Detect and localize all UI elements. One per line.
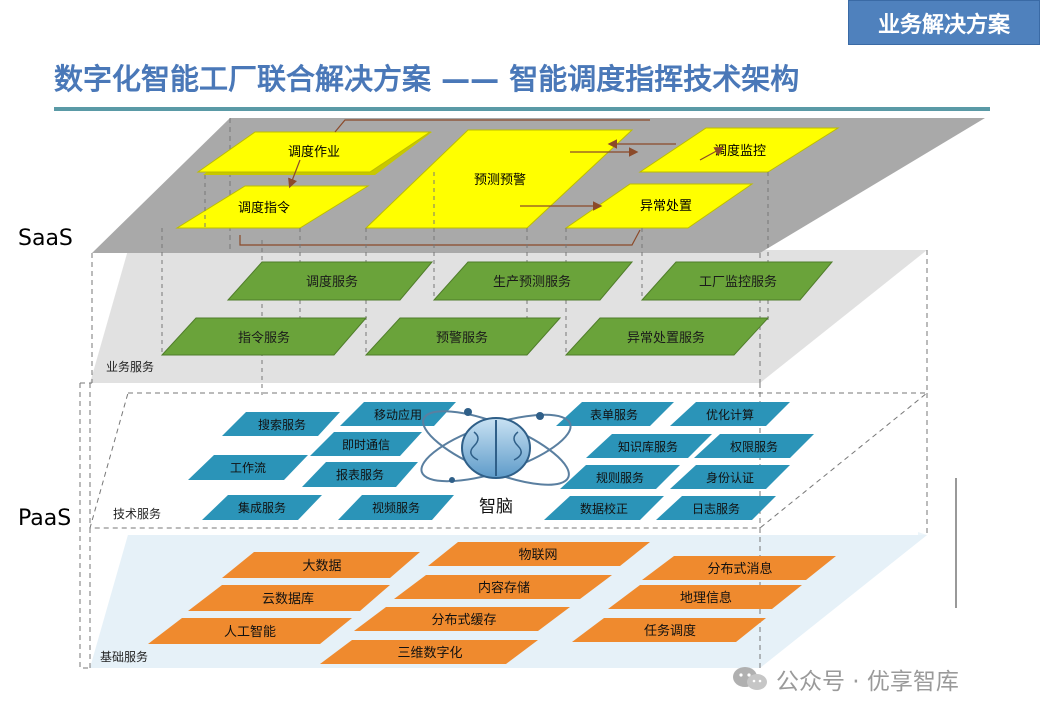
base-service-label: 物联网: [518, 548, 557, 563]
brain-label: 智脑: [479, 497, 513, 517]
tech-service-search: 搜索服务: [222, 412, 340, 436]
base-service-task-schedule: 任务调度: [572, 618, 766, 642]
business-service-label: 工厂监控服务: [699, 274, 777, 290]
base-service-3d-digital: 三维数字化: [320, 640, 538, 664]
business-service-label: 预警服务: [436, 330, 488, 346]
tech-service-label: 规则服务: [596, 470, 644, 485]
base-service-big-data: 大数据: [222, 552, 420, 578]
base-service-label: 内容存储: [478, 580, 530, 596]
tech-service-workflow: 工作流: [188, 455, 308, 480]
base-service-geo-info: 地理信息: [608, 585, 802, 609]
tech-service-form: 表单服务: [556, 402, 674, 426]
saas-module-label: 调度作业: [288, 144, 340, 160]
tech-service-label: 日志服务: [692, 501, 740, 516]
tech-service-instant-messaging: 即时通信: [310, 432, 422, 456]
base-service-label: 分布式消息: [707, 561, 772, 577]
tech-service-label: 优化计算: [706, 407, 754, 422]
footer-watermark: 公众号 · 优享智库: [730, 662, 959, 696]
tech-service-knowledge-base: 知识库服务: [586, 434, 712, 458]
tech-service-integration: 集成服务: [202, 495, 322, 520]
saas-label: SaaS: [18, 226, 73, 251]
base-service-cloud-db: 云数据库: [188, 585, 390, 611]
tech-service-label: 知识库服务: [618, 439, 678, 454]
base-service-iot: 物联网: [428, 542, 650, 566]
base-service-label: 三维数字化: [397, 646, 462, 661]
base-service-ai: 人工智能: [148, 618, 352, 644]
tech-service-label: 工作流: [230, 461, 266, 475]
business-service-production-forecast: 生产预测服务: [432, 261, 634, 301]
business-service-warning: 预警服务: [364, 317, 562, 356]
tech-service-label: 移动应用: [374, 407, 422, 422]
base-service-label: 地理信息: [680, 590, 732, 606]
layer-label-business: 业务服务: [106, 359, 154, 374]
business-service-exception: 异常处置服务: [564, 317, 770, 356]
tech-service-mobile: 移动应用: [340, 402, 456, 426]
saas-module-forecast-warning: 预测预警: [364, 129, 634, 229]
tech-service-rules: 规则服务: [560, 465, 680, 489]
saas-module-dispatch-work: 调度作业: [196, 131, 432, 175]
paas-bracket: [79, 383, 92, 669]
tech-service-permission: 权限服务: [694, 434, 814, 458]
base-service-distributed-cache: 分布式缓存: [354, 607, 570, 631]
tech-service-identity: 身份认证: [670, 465, 790, 489]
saas-module-label: 调度监控: [714, 143, 766, 159]
base-service-content-storage: 内容存储: [394, 575, 612, 599]
saas-module-label: 预测预警: [474, 172, 526, 188]
tech-layer-plane: [89, 392, 929, 529]
business-service-dispatch: 调度服务: [226, 261, 434, 301]
layer-label-base: 基础服务: [100, 649, 148, 664]
business-service-factory-monitor: 工厂监控服务: [640, 261, 834, 301]
business-service-label: 异常处置服务: [627, 330, 705, 346]
tech-service-label: 即时通信: [342, 438, 390, 452]
saas-module-exception-handling: 异常处置: [564, 183, 754, 229]
business-service-command: 指令服务: [160, 317, 368, 356]
tech-service-label: 数据校正: [580, 501, 628, 516]
tech-service-video: 视频服务: [338, 495, 454, 520]
tech-service-label: 身份认证: [706, 470, 754, 485]
business-service-label: 生产预测服务: [493, 274, 571, 290]
base-service-label: 大数据: [302, 559, 341, 574]
saas-flow-arrows: [239, 119, 725, 246]
page-title: 数字化智能工厂联合解决方案 —— 智能调度指挥技术架构: [54, 62, 800, 96]
tech-service-report: 报表服务: [302, 462, 418, 487]
tech-service-logging: 日志服务: [656, 496, 776, 520]
tech-service-label: 权限服务: [730, 439, 778, 454]
base-service-distributed-message: 分布式消息: [642, 556, 836, 580]
base-service-label: 分布式缓存: [431, 613, 496, 628]
brain-icon: [420, 408, 572, 486]
saas-module-label: 异常处置: [640, 199, 692, 214]
tech-service-label: 视频服务: [372, 500, 420, 515]
tech-service-optimization: 优化计算: [670, 402, 790, 426]
tech-service-label: 集成服务: [238, 500, 286, 515]
layer-label-tech: 技术服务: [113, 506, 161, 521]
footer-text: 公众号 · 优享智库: [776, 669, 959, 695]
wechat-icon: [733, 667, 767, 690]
tech-service-label: 搜索服务: [258, 417, 306, 432]
section-badge: 业务解决方案: [848, 0, 1040, 45]
base-service-label: 人工智能: [224, 625, 276, 640]
paas-label: PaaS: [18, 506, 72, 531]
tech-service-label: 表单服务: [590, 407, 638, 422]
tech-service-label: 报表服务: [336, 467, 384, 482]
title-divider: [54, 107, 990, 111]
tech-service-data-correction: 数据校正: [544, 496, 664, 520]
base-service-label: 任务调度: [644, 623, 696, 639]
business-service-label: 调度服务: [306, 274, 358, 290]
base-service-label: 云数据库: [262, 591, 314, 607]
business-service-label: 指令服务: [238, 330, 290, 346]
saas-module-label: 调度指令: [238, 200, 290, 216]
